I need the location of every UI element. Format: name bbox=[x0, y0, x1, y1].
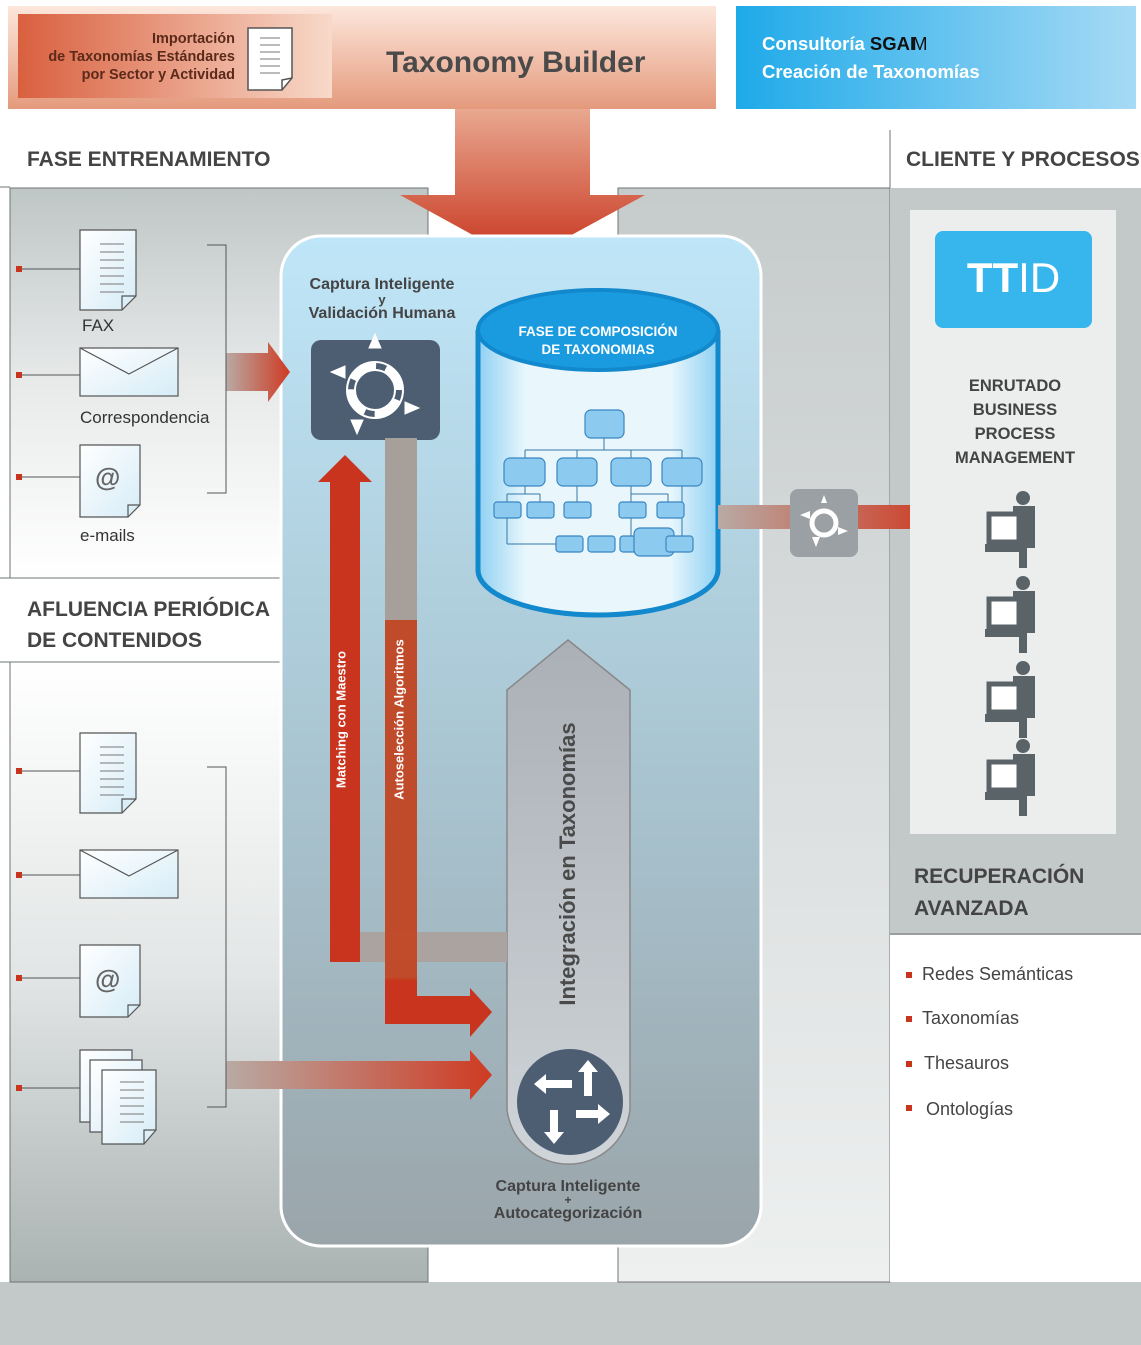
enrutado-label: ENRUTADO BUSINESS PROCESS MANAGEMENT bbox=[954, 377, 1076, 467]
creacion-label: Creación de Taxonomías bbox=[762, 61, 980, 82]
matching-arrow-up bbox=[318, 455, 372, 962]
autocategorizacion-circle bbox=[517, 1049, 623, 1155]
captura-validacion-box bbox=[311, 340, 440, 440]
list-item-thesauros: Thesauros bbox=[924, 1053, 1010, 1073]
ttid-logo-box bbox=[935, 231, 1092, 328]
autoseleccion-arrow bbox=[385, 978, 492, 1037]
envelope-icon bbox=[79, 347, 179, 397]
correspondencia-label: Correspondencia bbox=[80, 408, 210, 427]
list-item-ontologias: Ontologías bbox=[926, 1099, 1014, 1119]
arrow-to-captura bbox=[226, 342, 290, 402]
bullet-icon bbox=[906, 972, 912, 1111]
footer-band bbox=[0, 1282, 1141, 1345]
routing-arrows-icon-3 bbox=[800, 495, 848, 547]
consultoria-line: Consultoría SGAIM bbox=[762, 33, 928, 54]
recuperacion-panel bbox=[890, 935, 1141, 1282]
document-icon bbox=[247, 27, 293, 91]
at-symbol-2: @ bbox=[95, 964, 121, 994]
import-label: Importación de Taxonomías Estándares por… bbox=[48, 31, 235, 83]
document-icon-2 bbox=[79, 732, 137, 814]
brand-logo-light: M bbox=[912, 33, 928, 54]
matching-label: Matching con Maestro bbox=[333, 650, 349, 789]
at-sign-icon bbox=[79, 444, 141, 518]
arrow-to-integracion bbox=[226, 1050, 492, 1100]
brand-logo-strong: SGAI bbox=[869, 33, 916, 54]
captura-auto-label: Captura Inteligente + Autocategorización bbox=[493, 1178, 643, 1222]
fax-label: FAX bbox=[82, 316, 115, 335]
routing-arrows-icon-2 bbox=[534, 1060, 610, 1144]
page-title: Taxonomy Builder bbox=[386, 46, 646, 79]
autoseleccion-label: Autoselección Algoritmos bbox=[391, 639, 407, 800]
routing-small-box bbox=[790, 489, 858, 557]
fax-document-icon bbox=[79, 229, 137, 311]
integracion-arrow bbox=[506, 639, 631, 1165]
integracion-label: Integración en Taxonomías bbox=[555, 722, 580, 1006]
stacked-documents-icon bbox=[79, 1049, 157, 1145]
at-sign-icon-2 bbox=[79, 944, 141, 1018]
header-consultoria bbox=[736, 6, 1136, 109]
list-item-redes: Redes Semánticas bbox=[922, 964, 1074, 984]
user-workstation-icon bbox=[985, 491, 1035, 816]
fase-composicion-label: FASE DE COMPOSICIÓN DE TAXONOMIAS bbox=[518, 324, 678, 357]
at-symbol: @ bbox=[95, 462, 121, 492]
envelope-icon-2 bbox=[79, 849, 179, 899]
down-arrow-import bbox=[400, 109, 645, 262]
emails-label: e-mails bbox=[80, 526, 135, 545]
captura-validacion-label: Captura Inteligente y Validación Humana bbox=[308, 276, 456, 322]
routing-arrows-icon bbox=[329, 332, 421, 436]
list-item-taxonomias: Taxonomías bbox=[922, 1008, 1020, 1028]
afluencia-title: AFLUENCIA PERIÓDICA DE CONTENIDOS bbox=[27, 598, 271, 652]
org-tree-icon bbox=[493, 409, 703, 557]
cliente-procesos-title: CLIENTE Y PROCESOS bbox=[906, 148, 1140, 171]
recuperacion-title: RECUPERACIÓN AVANZADA bbox=[914, 865, 1085, 920]
fase-entrenamiento-title: FASE ENTRENAMIENTO bbox=[27, 148, 271, 171]
ttid-logo: TTID bbox=[966, 254, 1061, 301]
